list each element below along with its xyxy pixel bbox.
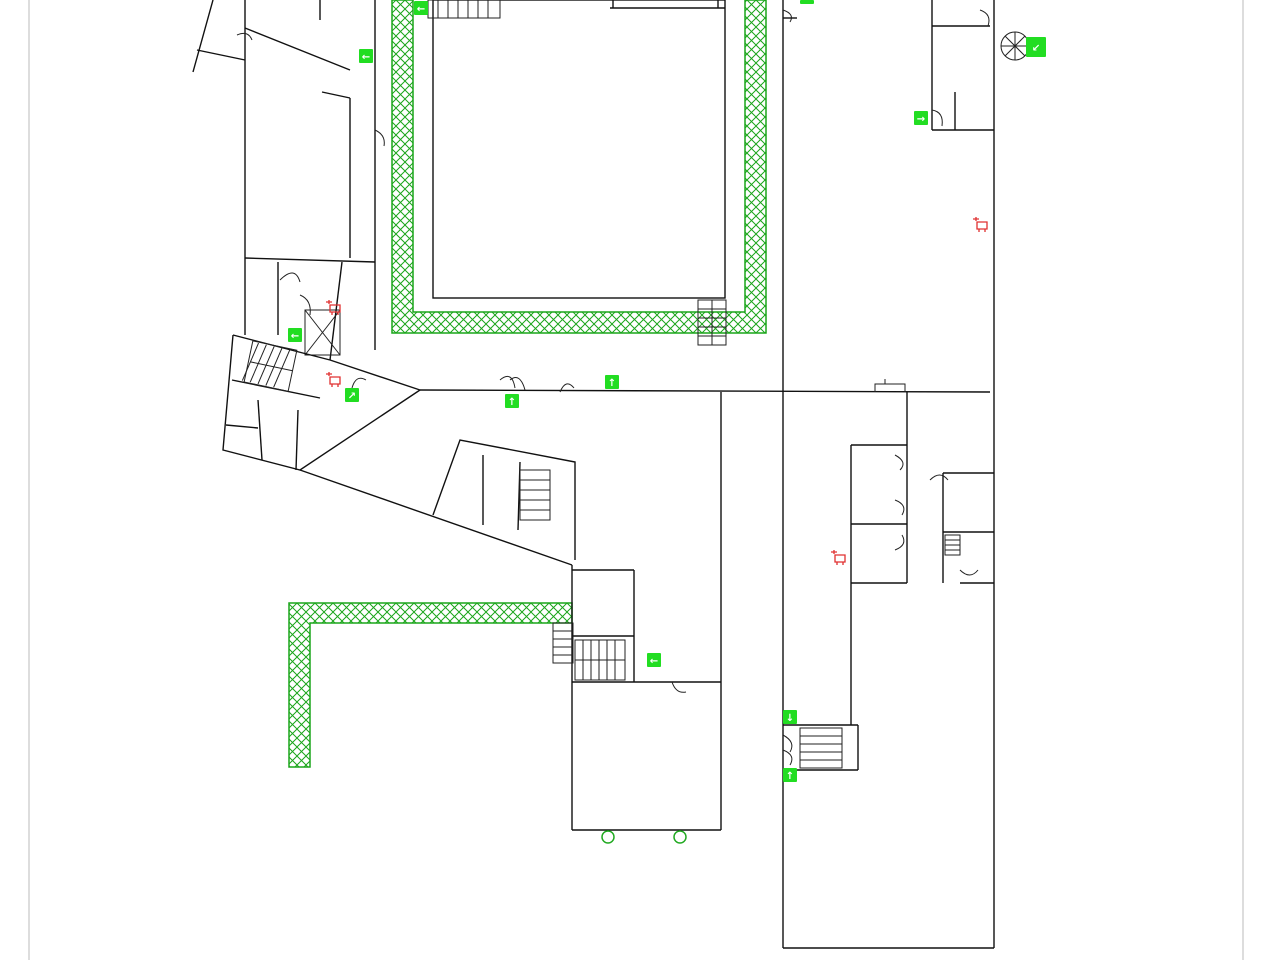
svg-text:↑: ↑	[608, 378, 616, 389]
right-wing	[782, 0, 1030, 949]
central-block	[299, 0, 991, 831]
svg-text:←: ←	[417, 4, 425, 15]
svg-text:→: →	[917, 114, 925, 125]
exit-sign-icon: ←	[288, 328, 302, 342]
left-wing	[192, 0, 421, 471]
svg-text:↙: ↙	[1032, 43, 1040, 54]
svg-text:←: ←	[650, 656, 658, 667]
svg-text:↑: ↑	[508, 397, 516, 408]
bottom-exit-doors	[601, 830, 687, 844]
exit-sign-icon: ↑	[605, 375, 619, 389]
lower-fire-barrier	[288, 602, 573, 768]
courtyard-fire-barrier	[391, 0, 767, 334]
exit-sign-icon: ↑	[505, 394, 519, 408]
exit-sign-icon: ↗	[345, 388, 359, 402]
exit-sign-icon: ←	[359, 49, 373, 63]
exit-sign-icon: ↑	[783, 768, 797, 782]
page-frame	[28, 0, 1244, 960]
exit-sign-icon: ←	[414, 1, 428, 15]
extinguisher-icon	[831, 550, 846, 565]
svg-text:↗: ↗	[348, 391, 356, 402]
exit-sign-icon: →	[914, 111, 928, 125]
svg-text:←: ←	[291, 331, 299, 342]
exit-sign-icon: ↙	[1026, 37, 1046, 57]
svg-text:↓: ↓	[786, 713, 794, 724]
stair-left	[241, 340, 298, 392]
exit-sign-icon	[800, 0, 814, 4]
svg-text:←: ←	[362, 52, 370, 63]
extinguisher-icon	[973, 217, 988, 232]
exit-sign-icon: ←	[647, 653, 661, 667]
svg-text:↑: ↑	[786, 771, 794, 782]
exit-signs: ← ← ↑ ↙ → ← ↗ ↑	[288, 0, 1046, 782]
extinguisher-icon	[326, 372, 341, 387]
extinguisher-markers	[326, 217, 988, 565]
exit-sign-icon: ↓	[783, 710, 797, 724]
extinguisher-icon	[326, 300, 341, 315]
